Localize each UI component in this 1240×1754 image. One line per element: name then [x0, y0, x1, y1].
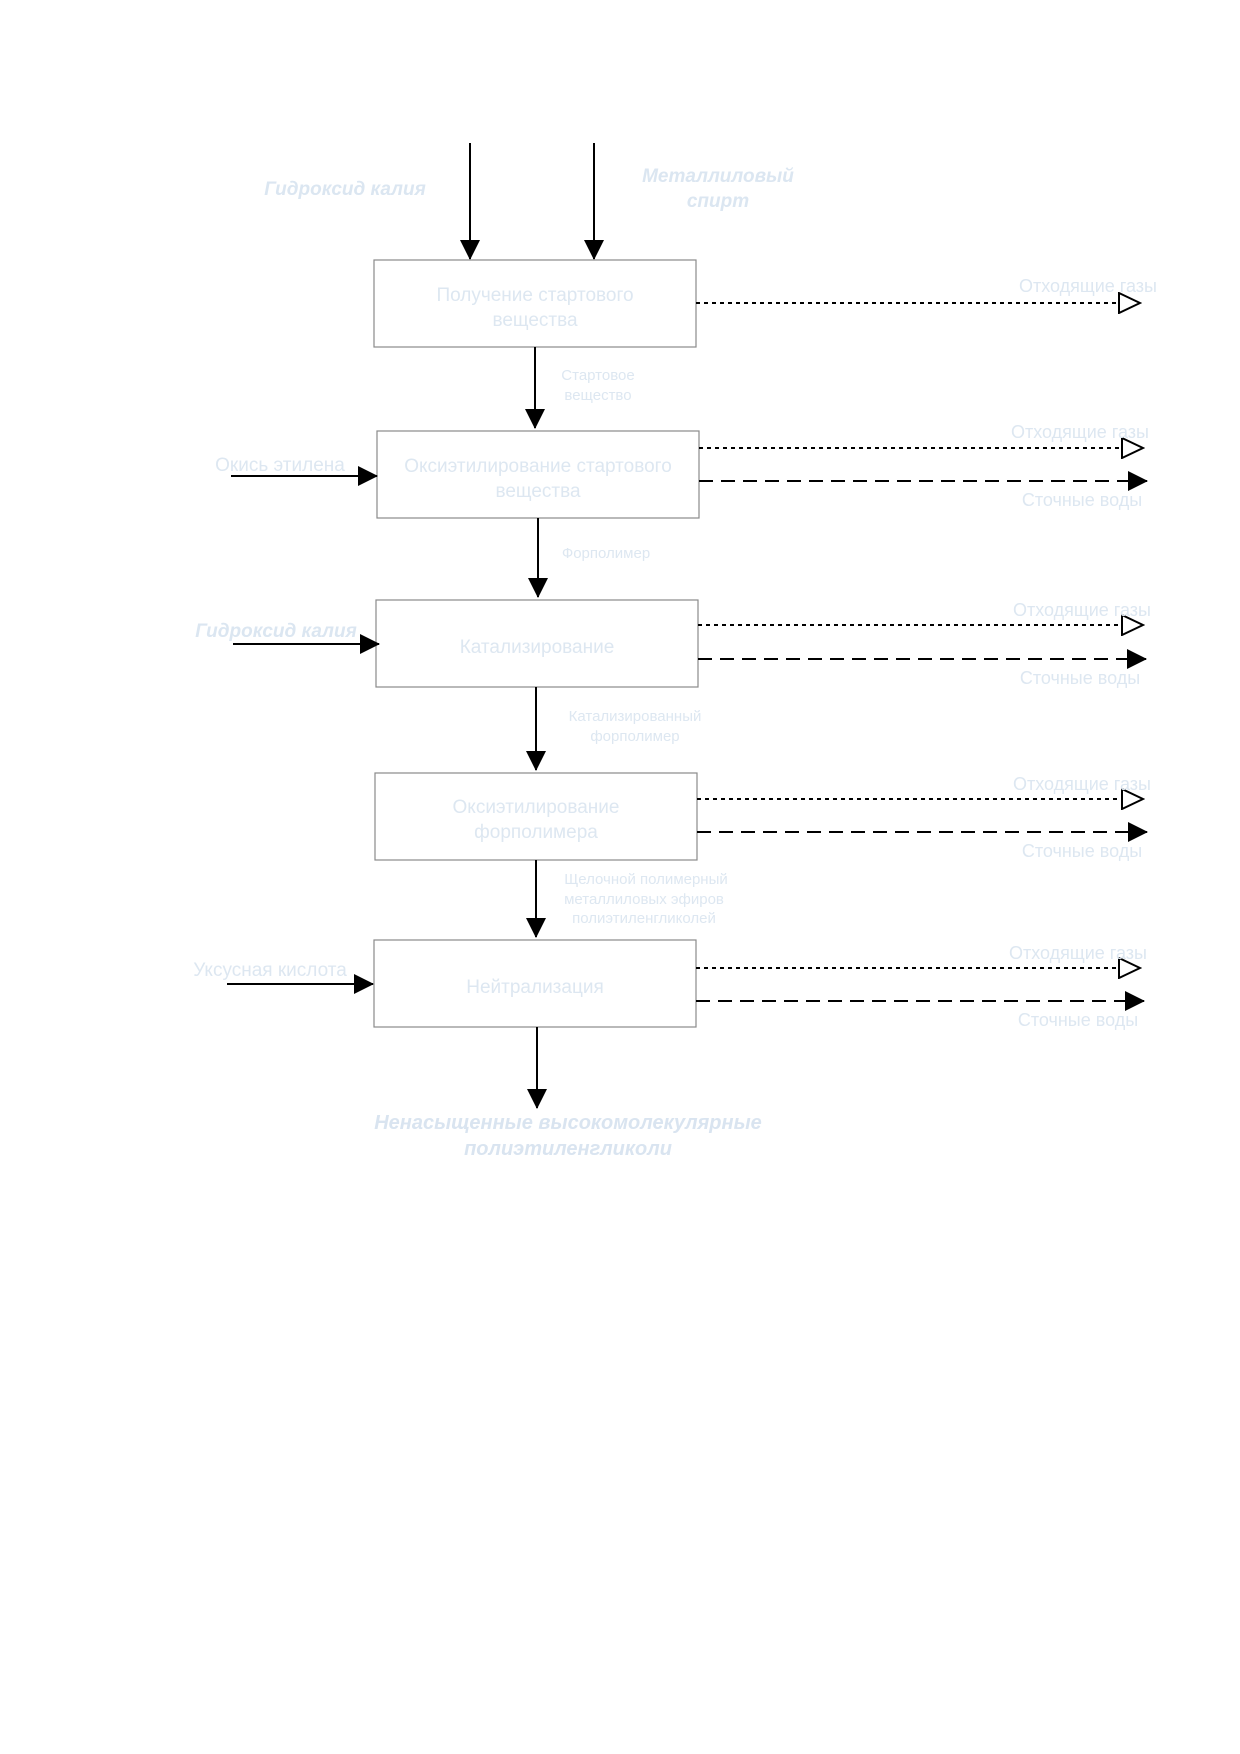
- output-gas-label-3: Отходящие газы: [1013, 600, 1151, 620]
- final-product-label-2: полиэтиленгликоли: [464, 1138, 672, 1160]
- stage-box-3: [375, 599, 699, 688]
- final-product-label: Ненасыщенные высокомолекулярные: [374, 1112, 762, 1134]
- flow-3-label-2: форполимер: [590, 728, 679, 745]
- stage-box-5: [373, 939, 697, 1028]
- stage-1-label-2: вещества: [492, 310, 578, 331]
- input-label-top-right: Металлиловый: [642, 166, 794, 187]
- input-label-top-right-2: спирт: [687, 191, 749, 212]
- flow-1-label: Стартовое: [561, 367, 634, 384]
- stage-2-label: Оксиэтилирование стартового: [404, 456, 672, 477]
- output-water-label-2: Сточные воды: [1022, 490, 1142, 510]
- stage-3-label: Катализирование: [460, 637, 615, 658]
- stage-5-label: Нейтрализация: [466, 977, 604, 998]
- output-water-label-5: Сточные воды: [1018, 1010, 1138, 1030]
- output-gas-label-1: Отходящие газы: [1019, 276, 1157, 296]
- flow-3-label: Катализированный: [569, 708, 702, 725]
- output-gas-label-2: Отходящие газы: [1011, 422, 1149, 442]
- output-gas-label-5: Отходящие газы: [1009, 943, 1147, 963]
- flow-1-label-2: вещество: [564, 387, 631, 404]
- flow-4-label: Щелочной полимерный: [564, 871, 728, 888]
- stage-4-label-2: форполимера: [474, 822, 598, 843]
- input-label-stage-2: Окись этилена: [215, 455, 345, 476]
- flow-4-label-2: металлиловых эфиров: [564, 891, 724, 908]
- input-label-top-left: Гидроксид калия: [264, 179, 426, 200]
- input-label-stage-3: Гидроксид калия: [195, 621, 357, 642]
- flow-2-label: Форполимер: [562, 545, 650, 562]
- output-water-label-3: Сточные воды: [1020, 668, 1140, 688]
- stage-1-label: Получение стартового: [436, 285, 633, 306]
- output-gas-label-4: Отходящие газы: [1013, 774, 1151, 794]
- input-label-stage-5: Уксусная кислота: [193, 960, 347, 981]
- flow-4-label-3: полиэтиленгликолей: [572, 910, 716, 927]
- output-water-label-4: Сточные воды: [1022, 841, 1142, 861]
- stage-4-label: Оксиэтилирование: [453, 797, 620, 818]
- stage-box-1: [373, 259, 697, 348]
- stage-2-label-2: вещества: [495, 481, 581, 502]
- stage-box-4: [374, 772, 698, 861]
